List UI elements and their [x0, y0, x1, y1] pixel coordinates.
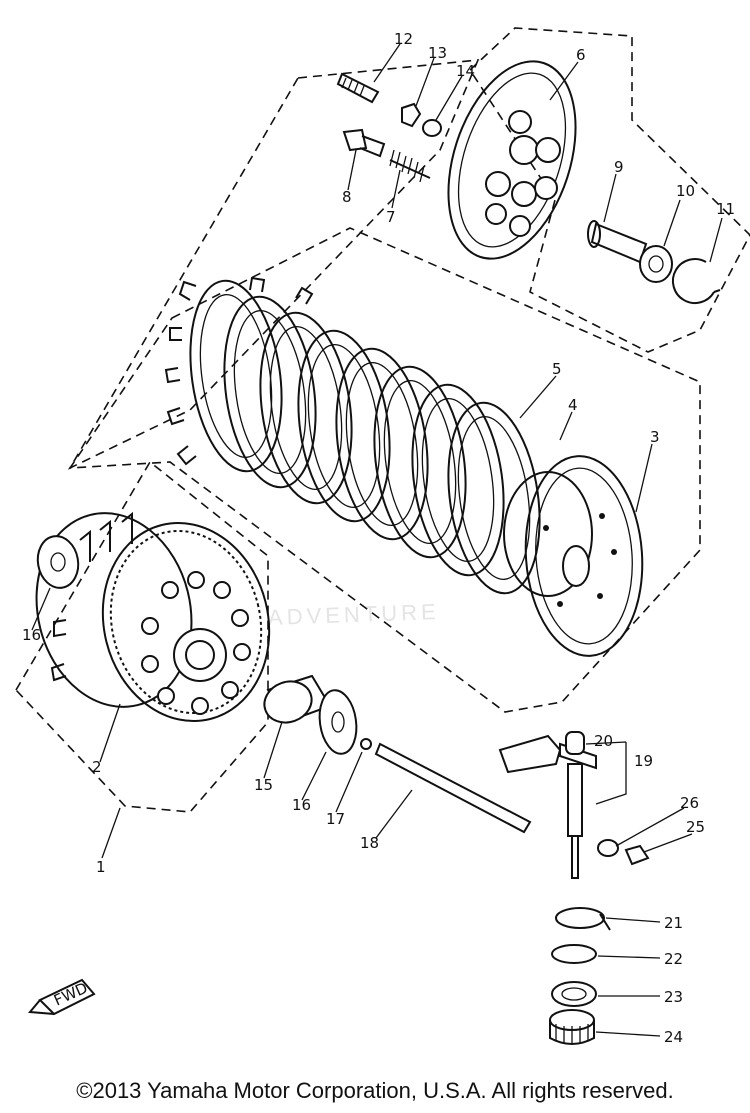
hardware-group [336, 72, 442, 183]
thrust-washer-left-hole [50, 552, 66, 572]
clutch-plate-stack [164, 276, 541, 595]
callout-2: 2 [92, 758, 102, 776]
pressure-plate [447, 60, 577, 260]
callout-3: 3 [650, 428, 660, 446]
group-outline-housing [15, 460, 269, 813]
callout-19: 19 [634, 752, 653, 770]
forward-direction-tag: FWD [28, 978, 96, 1016]
clutch-housing [35, 511, 271, 723]
callout-13: 13 [428, 44, 447, 62]
callout-16-right: 16 [292, 796, 311, 814]
group-outline-plates [68, 227, 701, 713]
callout-10: 10 [676, 182, 695, 200]
callout-1: 1 [96, 858, 106, 876]
copyright-footer: ©2013 Yamaha Motor Corporation, U.S.A. A… [76, 1078, 674, 1103]
thrust-washer-left [36, 535, 80, 589]
callout-20: 20 [594, 732, 613, 750]
callout-23: 23 [664, 988, 683, 1006]
callout-12: 12 [394, 30, 413, 48]
push-rod-assembly [587, 220, 721, 305]
callout-8: 8 [342, 188, 352, 206]
lower-bearings [549, 907, 611, 1045]
callout-labels: 12 13 14 6 8 7 9 10 11 5 4 3 2 1 16 15 1… [22, 30, 735, 1046]
callout-7: 7 [386, 208, 396, 226]
callout-4: 4 [568, 396, 578, 414]
callout-22: 22 [664, 950, 683, 968]
callout-25: 25 [686, 818, 705, 836]
push-lever-shaft [498, 731, 650, 879]
clutch-boss [503, 455, 644, 657]
callout-14: 14 [456, 62, 475, 80]
callout-24: 24 [664, 1028, 683, 1046]
callout-26: 26 [680, 794, 699, 812]
group-outline-pushrod [468, 27, 750, 353]
callout-18: 18 [360, 834, 379, 852]
leader-lines [31, 43, 723, 1037]
callout-17: 17 [326, 810, 345, 828]
callout-5: 5 [552, 360, 562, 378]
callout-9: 9 [614, 158, 624, 176]
callout-16-left: 16 [22, 626, 41, 644]
group-outline-pressure [67, 59, 480, 470]
spacer-and-rod [263, 674, 532, 834]
callout-21: 21 [664, 914, 683, 932]
callout-15: 15 [254, 776, 273, 794]
callout-11: 11 [716, 200, 735, 218]
callout-6: 6 [576, 46, 586, 64]
